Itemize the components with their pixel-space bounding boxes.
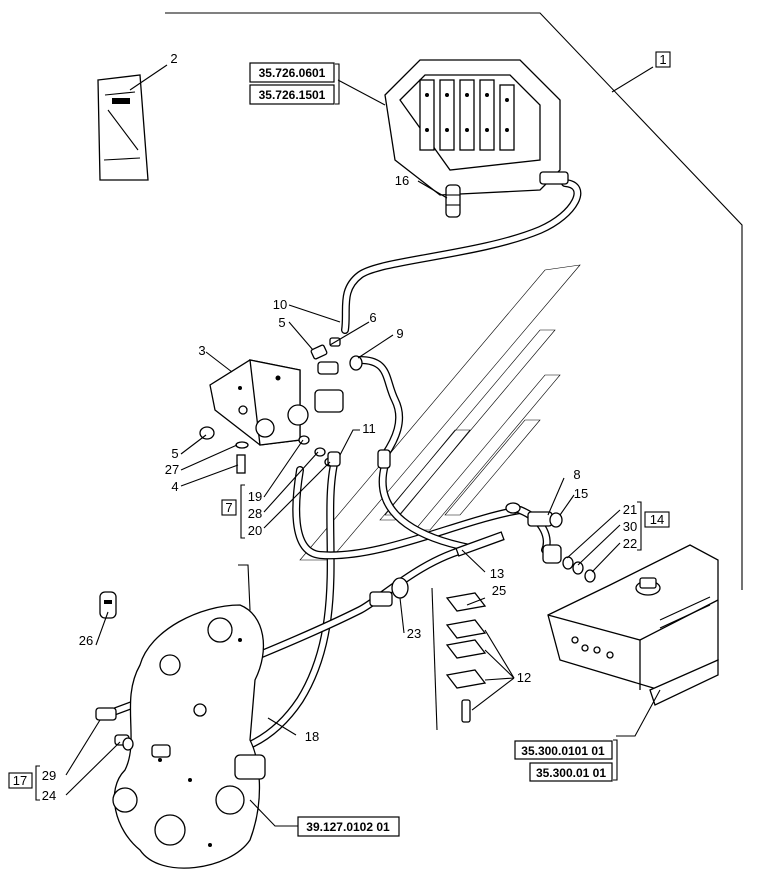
- fitting-16: [445, 184, 461, 218]
- callout-23: 23: [407, 626, 421, 641]
- motor-gearbox: [112, 604, 266, 869]
- callout-16: 16: [395, 173, 409, 188]
- group-brackets: [35, 63, 642, 801]
- part-26-bracket: [99, 591, 117, 619]
- decal-part-2: [97, 74, 149, 181]
- callout-18: 18: [305, 729, 319, 744]
- callout-4: 4: [171, 479, 178, 494]
- fittings-5-6-9: [199, 337, 391, 474]
- callout-21: 21: [623, 502, 637, 517]
- callout-15: 15: [574, 486, 588, 501]
- callout-2: 2: [170, 51, 177, 66]
- callout-14: 14: [650, 512, 664, 527]
- callout-7: 7: [225, 500, 232, 515]
- callout-28: 28: [248, 506, 262, 521]
- ref-valve-top: 35.726.0601: [259, 66, 326, 80]
- callout-numbers: 2 3 4 5 5 6 8 9 10 11 12 13 15 16 18 19 …: [42, 51, 637, 803]
- leader-lines: [65, 64, 661, 827]
- callout-10: 10: [273, 297, 287, 312]
- hose-clamps-12-25: [431, 531, 505, 731]
- callout-25: 25: [492, 583, 506, 598]
- callout-27: 27: [165, 462, 179, 477]
- fittings-29-24: [95, 707, 171, 758]
- callout-8: 8: [573, 467, 580, 482]
- ref-motor: 39.127.0102 01: [306, 820, 390, 834]
- callout-26: 26: [79, 633, 93, 648]
- fittings-8-15: [505, 502, 563, 528]
- callout-6: 6: [369, 310, 376, 325]
- ref-box-motor: [297, 816, 400, 837]
- callout-20: 20: [248, 523, 262, 538]
- ref-box-valve-bottom: [249, 84, 335, 105]
- callout-5a: 5: [278, 315, 285, 330]
- callout-24: 24: [42, 788, 56, 803]
- hydraulic-tank: [547, 544, 719, 706]
- control-valve-bank: [384, 59, 569, 196]
- fittings-21-30-22: [542, 544, 596, 583]
- callout-29: 29: [42, 768, 56, 783]
- callout-12: 12: [517, 670, 531, 685]
- callout-22: 22: [623, 536, 637, 551]
- assembly-frame-line: [165, 12, 743, 590]
- ref-tank-bottom: 35.300.01 01: [536, 766, 606, 780]
- fitting-23: [369, 577, 409, 607]
- callout-3: 3: [198, 343, 205, 358]
- callout-9: 9: [396, 326, 403, 341]
- callout-11: 11: [362, 421, 376, 436]
- callout-13: 13: [490, 566, 504, 581]
- callout-19: 19: [248, 489, 262, 504]
- callout-1: 1: [659, 52, 666, 67]
- ref-box-tank-bottom: [529, 762, 613, 782]
- callout-5b: 5: [171, 446, 178, 461]
- valve-section-marks: [419, 79, 515, 151]
- reference-boxes: 35.726.0601 35.726.1501 35.300.0101 01 3…: [249, 62, 613, 837]
- callout-30: 30: [623, 519, 637, 534]
- boxed-callouts: 1 7 14 17: [8, 51, 671, 789]
- ref-valve-bottom: 35.726.1501: [259, 88, 326, 102]
- ref-box-tank-top: [514, 740, 613, 760]
- ref-tank-top: 35.300.0101 01: [521, 744, 605, 758]
- callout-17: 17: [13, 773, 27, 788]
- ref-box-valve-top: [249, 62, 335, 83]
